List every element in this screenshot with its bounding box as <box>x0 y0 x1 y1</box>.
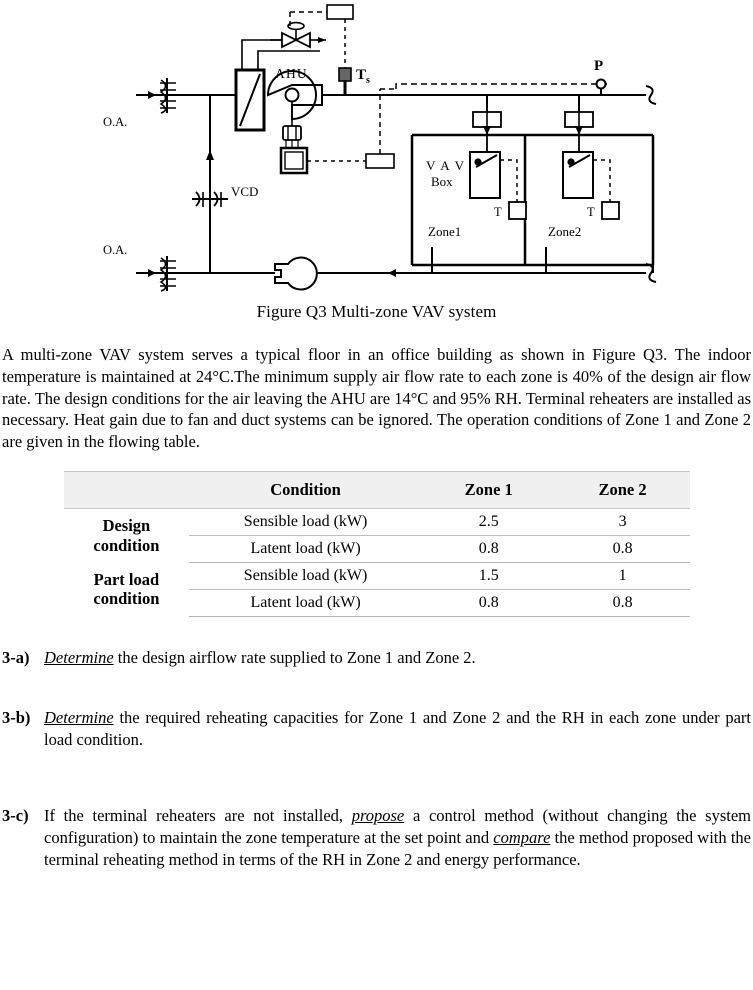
valve-controller-box <box>326 4 354 20</box>
question-3b-emphasis: Determine <box>44 707 114 727</box>
th-zone2: Zone 2 <box>555 470 690 509</box>
damper-icon-exhaust <box>159 256 176 292</box>
rowgroup-partload: Part load condition <box>64 562 190 616</box>
cell-zone1: 0.8 <box>421 535 556 563</box>
ts-label: T <box>356 67 366 83</box>
recirculation-duct <box>206 95 214 273</box>
duct-break-icon-supply <box>645 85 657 105</box>
pressure-signal-main <box>395 83 608 89</box>
table-row: Latent load (kW) 0.8 0.8 <box>64 589 690 617</box>
zone2-branch-duct <box>564 95 594 155</box>
ts-sublabel: s <box>366 75 370 86</box>
question-3c-text-2: the method proposed with the terminal re… <box>44 828 751 870</box>
zone1-branch-duct <box>472 95 502 155</box>
rowgroup-partload-line2: condition <box>93 589 160 609</box>
temperature-sensor-icon <box>338 67 352 95</box>
return-air-risers <box>431 247 654 273</box>
oa-label-top: O.A. <box>103 115 127 129</box>
question-3b-label: 3-b) <box>2 707 31 727</box>
zone2-label: Zone2 <box>548 224 581 239</box>
zone1-thermostat-signal <box>500 159 518 202</box>
cell-condition: Sensible load (kW) <box>189 562 422 590</box>
table-header: Condition Zone 1 Zone 2 <box>63 470 690 509</box>
cell-condition: Sensible load (kW) <box>189 508 422 536</box>
table-row: Design condition Sensible load (kW) 2.5 … <box>64 508 690 555</box>
cell-zone1: 0.8 <box>421 589 556 617</box>
rowgroup-partload-line1: Part load <box>93 569 160 589</box>
vcd-label: VCD <box>231 184 258 199</box>
question-3c: 3-c) If the terminal reheaters are not i… <box>0 805 753 871</box>
th-zone1: Zone 1 <box>421 470 556 509</box>
cell-zone2: 0.8 <box>555 589 690 617</box>
cell-zone2: 1 <box>555 562 690 590</box>
return-duct <box>150 269 646 277</box>
oa-label-bottom: O.A. <box>103 243 127 257</box>
question-3b-body: Determine the required reheating capacit… <box>44 707 753 751</box>
question-3a-label: 3-a) <box>2 647 30 667</box>
cell-zone1: 1.5 <box>421 562 556 590</box>
cell-zone2: 3 <box>555 508 690 536</box>
question-3c-body: If the terminal reheaters are not instal… <box>44 805 753 871</box>
cell-zone2: 0.8 <box>555 535 690 563</box>
pressure-controller-box <box>365 153 395 169</box>
loads-table-container: Condition Zone 1 Zone 2 Design condition… <box>0 470 753 617</box>
question-3a-body: Determine the design airflow rate suppli… <box>44 647 753 669</box>
question-3a-emphasis: Determine <box>44 647 114 667</box>
vav-box-zone1 <box>469 151 501 199</box>
operation-conditions-table: Condition Zone 1 Zone 2 Design condition… <box>63 470 690 617</box>
cell-condition: Latent load (kW) <box>189 589 422 617</box>
thermostat-zone2-icon <box>601 201 620 220</box>
question-3a-text: the design airflow rate supplied to Zone… <box>113 647 476 667</box>
question-3b: 3-b) Determine the required reheating ca… <box>0 707 753 751</box>
cell-zone1: 2.5 <box>421 508 556 536</box>
vav-box-label-line2: Box <box>431 174 453 189</box>
table-header-row: Condition Zone 1 Zone 2 <box>63 470 690 509</box>
zone1-label: Zone1 <box>428 224 461 239</box>
vav-box-label-line1: V A V <box>426 158 465 173</box>
question-3b-text: the required reheating capacities for Zo… <box>44 707 751 750</box>
question-3a: 3-a) Determine the design airflow rate s… <box>0 647 753 669</box>
problem-statement: A multi-zone VAV system serves a typical… <box>2 345 751 452</box>
damper-icon <box>159 78 176 114</box>
rowgroup-design: Design condition <box>64 508 190 562</box>
question-3c-pre: If the terminal reheaters are not instal… <box>44 806 352 826</box>
th-rowgroup <box>63 470 190 509</box>
table-body: Design condition Sensible load (kW) 2.5 … <box>64 508 690 617</box>
thermostat-zone1-icon <box>508 201 527 220</box>
vcd-damper-icon <box>192 191 228 207</box>
zone-enclosure <box>410 133 655 267</box>
control-valve-icon <box>270 21 326 49</box>
question-3c-text-1: a control method (without changing the s… <box>44 806 751 848</box>
table-row: Latent load (kW) 0.8 0.8 <box>64 535 690 563</box>
zone2-thermostat-signal <box>593 159 611 202</box>
vfd-controller-icon <box>279 146 309 175</box>
duct-break-icon-return <box>645 263 657 283</box>
question-3c-label: 3-c) <box>2 806 29 826</box>
cooling-coil-icon <box>234 68 266 132</box>
rowgroup-design-line1: Design <box>102 515 151 535</box>
fan-motor-icon <box>282 101 302 148</box>
p-label: P <box>594 58 603 74</box>
figure-q3: O.A. VCD <box>0 0 753 300</box>
vav-box-zone2 <box>562 151 594 199</box>
table-row: Part load condition Sensible load (kW) 1… <box>64 562 690 608</box>
coil-piping <box>241 39 320 70</box>
cell-condition: Latent load (kW) <box>189 535 422 563</box>
rowgroup-design-line2: condition <box>93 535 160 555</box>
outdoor-air-inlet-arrow-top <box>136 91 156 99</box>
return-fan-icon <box>274 256 318 291</box>
question-3c-emphasis-2: compare <box>493 828 551 848</box>
zone1-thermostat-label: T <box>494 205 502 219</box>
question-3c-emphasis-1: propose <box>351 806 405 826</box>
figure-caption: Figure Q3 Multi-zone VAV system <box>256 302 497 321</box>
pressure-sensor-icon <box>595 78 607 95</box>
vav-system-schematic: O.A. VCD <box>103 4 657 292</box>
ahu-label: AHU <box>275 66 308 81</box>
exhaust-air-arrow <box>136 269 156 277</box>
th-condition: Condition <box>189 470 422 509</box>
zone2-thermostat-label: T <box>587 205 595 219</box>
